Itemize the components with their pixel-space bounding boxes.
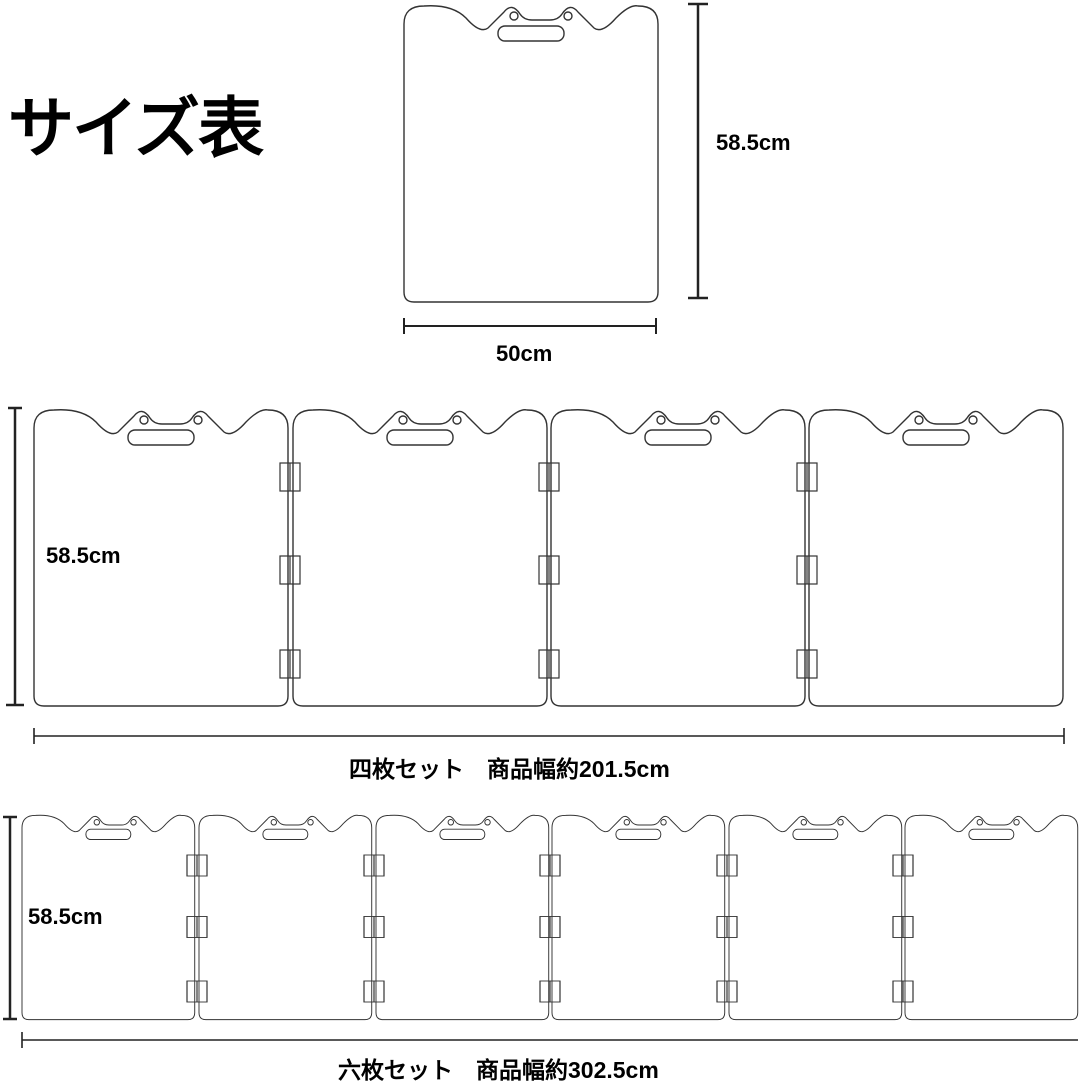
six-height-label: 58.5cm [28,904,103,929]
single-width-label: 50cm [496,341,553,366]
four-panel-set [33,409,1064,707]
single-panel [403,5,659,303]
six-caption: 六枚セット 商品幅約302.5cm [338,1057,659,1083]
page-title: サイズ表 [8,90,264,167]
four-caption: 四枚セット 商品幅約201.5cm [349,756,670,782]
six-width-line [21,1032,1078,1048]
single-height-label: 58.5cm [716,130,791,155]
six-panel-set [21,814,1079,1021]
four-width-line [33,728,1065,744]
four-height-line [6,406,24,707]
height-dimension-line [688,2,708,300]
six-height-line [3,815,17,1021]
width-dimension-line [403,318,657,334]
four-height-label: 58.5cm [46,543,121,568]
hinges [186,854,914,1003]
hinges [279,462,818,679]
